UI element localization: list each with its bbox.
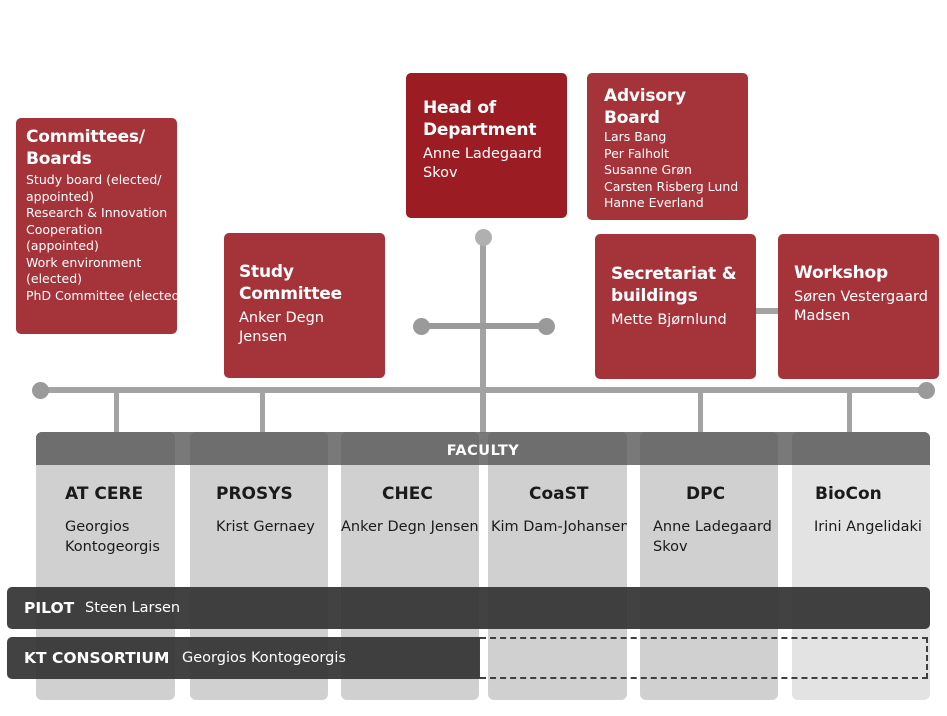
advisory-board-members: Lars Bang Per Falholt Susanne Grøn Carst… xyxy=(604,129,748,212)
secretariat-name: Mette Bjørnlund xyxy=(611,312,727,328)
centre-leader: Anker Degn Jensen xyxy=(341,519,479,535)
committee-item: Study board (elected/ appointed) xyxy=(26,172,162,204)
secretariat-title: Secretariat & buildings xyxy=(611,264,737,306)
staff-cross-connector xyxy=(422,323,547,329)
advisory-member: Per Falholt xyxy=(604,145,670,161)
centre-title: DPC xyxy=(686,484,726,504)
committees-boards-box[interactable]: Committees/ Boards Study board (elected/… xyxy=(16,118,184,334)
centre-title: PROSYS xyxy=(216,484,293,504)
advisory-member: Susanne Grøn xyxy=(604,162,692,177)
kt-consortium-title: KT CONSORTIUM xyxy=(24,649,170,667)
committee-item: Work environment (elected) xyxy=(26,254,142,287)
head-of-department-title: Head of Department xyxy=(423,98,537,140)
committee-item: Research & Innovation Cooperation (appoi… xyxy=(26,205,168,253)
faculty-label: FACULTY xyxy=(446,443,520,459)
committees-list: Study board (elected/ appointed) Researc… xyxy=(26,172,184,304)
faculty-header-band xyxy=(36,432,930,465)
secretariat-workshop-connector xyxy=(756,308,778,314)
centre-title: BioCon xyxy=(815,484,882,504)
advisory-board-box[interactable]: Advisory Board Lars Bang Per Falholt Sus… xyxy=(587,73,748,220)
centre-title: AT CERE xyxy=(65,484,144,504)
advisory-board-title: Advisory Board xyxy=(604,86,686,128)
drop-line-at-cere xyxy=(114,390,119,434)
drop-line-prosys xyxy=(260,390,265,434)
kt-consortium-dashed-extension xyxy=(480,637,928,679)
committees-title: Committees/ Boards xyxy=(26,127,145,169)
advisory-member: Hanne Everland xyxy=(604,195,704,210)
study-committee-box[interactable]: Study Committee Anker Degn Jensen xyxy=(224,233,385,378)
drop-line-dpc xyxy=(698,390,703,434)
head-of-department-box[interactable]: Head of Department Anne Ladegaard Skov xyxy=(406,73,567,218)
committee-item: PhD Committee (elected) xyxy=(26,287,185,303)
drop-line-biocon xyxy=(847,390,852,434)
advisory-member: Carsten Risberg Lund xyxy=(604,178,739,194)
pilot-leader: Steen Larsen xyxy=(85,600,181,616)
workshop-box[interactable]: Workshop Søren Vestergaard Madsen xyxy=(778,234,939,379)
staff-cross-dot-left xyxy=(413,318,430,335)
centre-column-coast[interactable]: CoaST Kim Dam-Johansen xyxy=(488,432,627,700)
connector-end-dot-left xyxy=(32,382,49,399)
centre-leader: Kim Dam-Johansen xyxy=(491,519,627,535)
connector-top-dot xyxy=(475,229,492,246)
study-committee-name: Anker Degn Jensen xyxy=(239,310,324,345)
centre-leader: Irini Angelidaki xyxy=(814,519,922,535)
centre-leader: Krist Gernaey xyxy=(216,519,315,535)
kt-consortium-bar[interactable]: KT CONSORTIUM Georgios Kontogeorgis xyxy=(7,637,480,679)
workshop-name: Søren Vestergaard Madsen xyxy=(794,289,928,324)
centre-title: CoaST xyxy=(529,484,589,504)
study-committee-title: Study Committee xyxy=(239,262,342,304)
pilot-title: PILOT xyxy=(24,599,75,617)
workshop-title: Workshop xyxy=(794,263,888,283)
pilot-bar[interactable]: PILOT Steen Larsen xyxy=(7,587,930,629)
kt-consortium-leader: Georgios Kontogeorgis xyxy=(182,650,346,666)
connector-end-dot-right xyxy=(918,382,935,399)
centre-leader: Georgios Kontogeorgis xyxy=(65,519,160,555)
centre-title: CHEC xyxy=(382,484,433,504)
central-vertical-connector xyxy=(480,237,486,433)
secretariat-box[interactable]: Secretariat & buildings Mette Bjørnlund xyxy=(595,234,756,379)
advisory-member: Lars Bang xyxy=(604,129,667,144)
head-of-department-name: Anne Ladegaard Skov xyxy=(423,146,542,181)
staff-cross-dot-right xyxy=(538,318,555,335)
centre-leader: Anne Ladegaard Skov xyxy=(653,519,772,555)
